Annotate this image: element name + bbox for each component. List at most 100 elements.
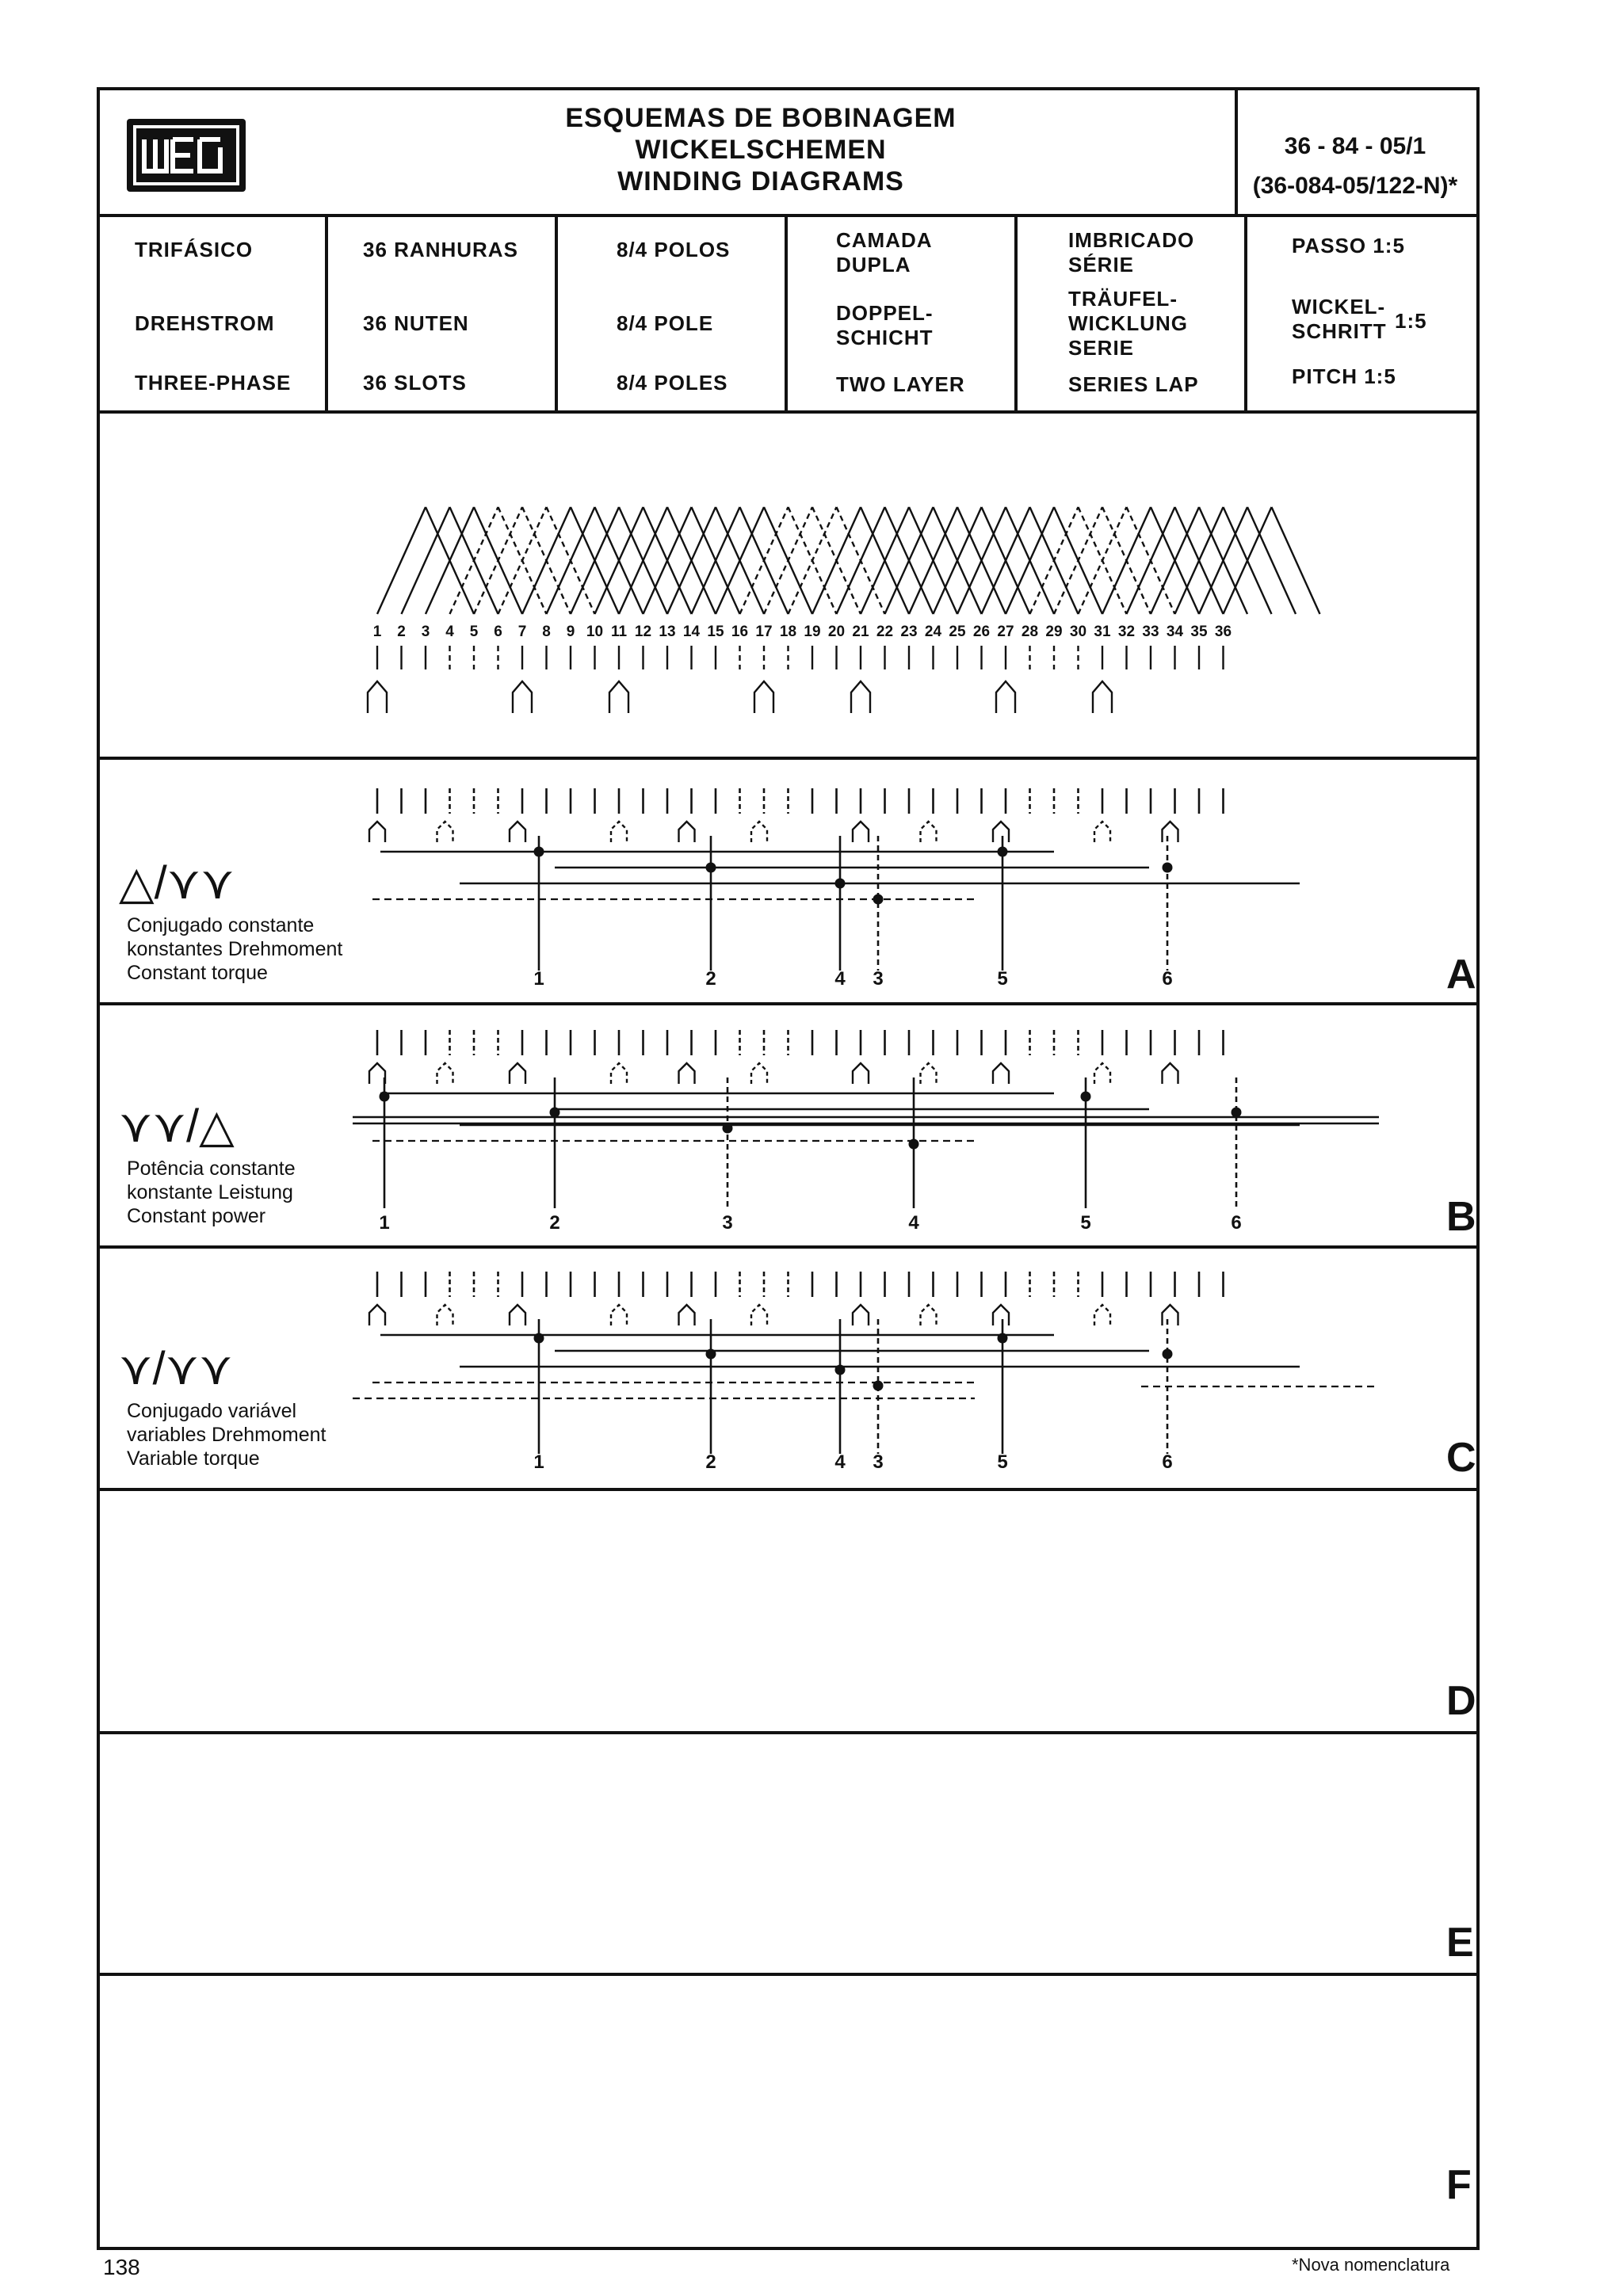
slot-number: 26: [972, 624, 991, 640]
junction-dot: [1162, 1348, 1173, 1360]
section-c-terminal: 3: [873, 1451, 884, 1473]
slot-number: 5: [469, 624, 479, 640]
spec-slots-en: 36 SLOTS: [363, 371, 467, 395]
slot-number: 21: [852, 624, 869, 640]
terminal-lead: [1161, 820, 1179, 842]
slot-number: 17: [755, 624, 773, 640]
coil-terminal: [1091, 680, 1113, 713]
junction-dot: [1080, 1091, 1091, 1102]
slot-number: 8: [542, 624, 551, 640]
terminal-lead: [991, 1062, 1010, 1084]
section-c-terminal: 4: [834, 1451, 846, 1473]
section-b-label-pt: Potência constante: [127, 1158, 296, 1180]
slot-number: 18: [779, 624, 797, 640]
coil-side: [1270, 506, 1321, 615]
junction-dot: [1162, 862, 1173, 873]
coil-side: [762, 506, 814, 615]
spec-slots-de: 36 NUTEN: [363, 311, 469, 335]
footnote: *Nova nomenclatura: [1292, 2255, 1450, 2275]
junction-dot: [549, 1107, 560, 1118]
junction-dot: [834, 1364, 846, 1375]
section-f-letter: F: [1446, 2162, 1472, 2208]
spec-phase-pt: TRIFÁSICO: [135, 238, 254, 261]
terminal-lead: [1093, 820, 1112, 842]
diagram-code-new: (36-084-05/122-N)*: [1252, 173, 1458, 199]
slot-number: 10: [586, 624, 604, 640]
coil-side: [1222, 506, 1273, 615]
coil-side: [859, 506, 911, 615]
spec-poles-en: 8/4 POLES: [617, 371, 728, 395]
diagram-code: 36 - 84 - 05/1: [1284, 133, 1426, 159]
coil-side: [642, 506, 693, 615]
junction-dot: [705, 1348, 716, 1360]
section-c-letter: C: [1446, 1435, 1476, 1481]
coil-side: [835, 506, 886, 615]
section-a-letter: A: [1446, 952, 1476, 997]
section-c-label-de: variables Drehmoment: [127, 1424, 327, 1446]
slot-number: 15: [707, 624, 724, 640]
terminal-lead: [750, 820, 769, 842]
slot-number: 22: [876, 624, 894, 640]
spec-pitch-de-value: 1:5: [1395, 309, 1427, 333]
section-b-terminal: 3: [722, 1212, 733, 1234]
terminal-lead: [508, 820, 527, 842]
terminal-lead: [609, 1062, 628, 1084]
coil-side: [1246, 506, 1297, 615]
section-c-label-pt: Conjugado variável: [127, 1400, 297, 1422]
section-b-label-de: konstante Leistung: [127, 1181, 293, 1203]
slot-number: 6: [494, 624, 502, 640]
terminal-lead: [368, 1062, 387, 1084]
slot-number: 23: [900, 624, 918, 640]
terminal-lead: [750, 1303, 769, 1325]
table-divider-4: [1014, 214, 1018, 412]
coil-side: [690, 506, 741, 615]
coil-side: [1029, 506, 1079, 615]
slot-number: 30: [1069, 624, 1087, 640]
table-divider-3: [785, 214, 788, 412]
slot-number: 19: [804, 624, 821, 640]
spec-pitch-en: PITCH 1:5: [1292, 364, 1396, 388]
terminal-lead: [1161, 1303, 1179, 1325]
slot-number: 9: [566, 624, 575, 640]
terminal-lead: [678, 1062, 696, 1084]
coil-side: [400, 506, 451, 615]
section-a-terminal: 3: [873, 968, 884, 990]
coil-side: [811, 506, 862, 615]
section-a-terminal: 4: [834, 968, 846, 990]
slot-number: 35: [1190, 624, 1208, 640]
title-line-3: WINDING DIAGRAMS: [617, 166, 904, 196]
section-b-terminal: 2: [549, 1212, 560, 1234]
coil-side: [932, 506, 983, 615]
coil-side: [472, 506, 524, 615]
section-a-label-de: konstantes Drehmoment: [127, 938, 343, 960]
junction-dot: [873, 1380, 884, 1391]
coil-side: [1101, 506, 1152, 615]
coil-side: [739, 506, 789, 615]
slot-number: 31: [1094, 624, 1111, 640]
slot-number: 13: [659, 624, 676, 640]
coil-side: [617, 506, 669, 615]
junction-dot: [997, 1333, 1008, 1344]
spec-layer-de: DOPPEL- SCHICHT: [836, 301, 934, 349]
spec-phase-de: DREHSTROM: [135, 311, 275, 335]
section-b-letter: B: [1446, 1194, 1476, 1240]
spec-type-pt: IMBRICADO SÉRIE: [1068, 228, 1195, 277]
table-bottom-rule: [97, 410, 1480, 414]
spec-pitch-pt: PASSO 1:5: [1292, 234, 1405, 257]
spec-type-de: TRÄUFEL- WICKLUNG SERIE: [1068, 287, 1188, 360]
section-c-terminal: 1: [533, 1451, 544, 1473]
coil-side: [1004, 506, 1056, 615]
section-a-terminal: 2: [705, 968, 716, 990]
slot-number: 12: [634, 624, 652, 640]
terminal-lead: [991, 820, 1010, 842]
coil-side: [1197, 506, 1249, 615]
section-a-terminal: 1: [533, 968, 544, 990]
terminal-lead: [436, 1062, 454, 1084]
section-d-letter: D: [1446, 1678, 1476, 1724]
section-b-terminal: 4: [908, 1212, 919, 1234]
spec-layer-pt: CAMADA DUPLA: [836, 228, 933, 277]
section-b-label-en: Constant power: [127, 1205, 266, 1227]
header-divider: [1235, 87, 1238, 214]
section-b-terminal: 5: [1080, 1212, 1091, 1234]
terminal-lead: [851, 1062, 870, 1084]
